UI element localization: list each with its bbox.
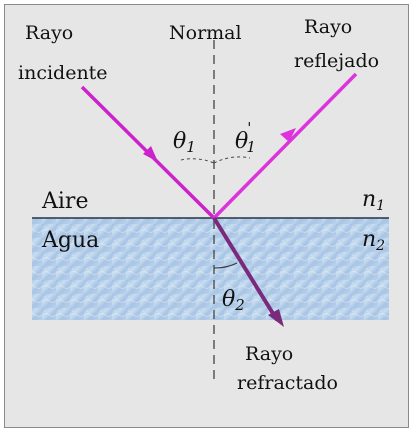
theta1-prime-symbol: θ'1 (235, 119, 256, 156)
theta1-symbol: θ1 (173, 129, 196, 156)
refracted-ray (212, 216, 279, 322)
reflected-label-line2: reflejado (294, 50, 379, 72)
theta1-arc (180, 158, 215, 164)
air-label: Aire (41, 189, 88, 214)
theta2-arc (213, 262, 238, 269)
reflected-ray (212, 72, 358, 220)
incident-arrowhead (143, 146, 158, 162)
refracted-label-line1: Rayo (245, 343, 293, 365)
reflected-arrowhead (280, 128, 296, 142)
theta2-symbol: θ2 (222, 287, 245, 314)
water-label: Agua (41, 228, 99, 253)
incident-label-line1: Rayo (25, 22, 73, 44)
incident-label-line2: incidente (18, 62, 108, 84)
normal-label: Normal (169, 22, 242, 44)
n1-label: n1 (362, 187, 385, 214)
reflected-label-line1: Rayo (304, 16, 352, 38)
refracted-arrowhead (268, 309, 284, 327)
theta1p-arc (213, 156, 251, 164)
diagram-frame (4, 4, 409, 428)
refracted-label-line2: refractado (237, 372, 338, 394)
n2-label: n2 (362, 227, 385, 254)
water-region (32, 218, 389, 320)
